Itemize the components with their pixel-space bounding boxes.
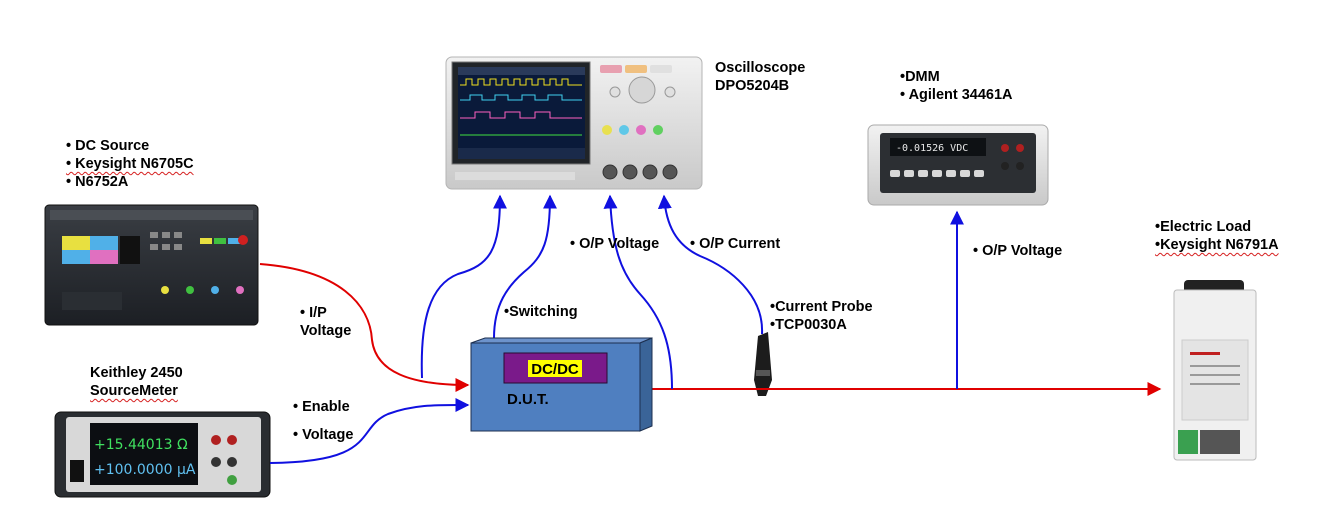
dut-block: DC/DC D.U.T. — [470, 337, 653, 432]
oscilloscope-image — [445, 56, 703, 190]
dut-block-side — [639, 337, 653, 432]
dmm-display-readout: -0.01526 VDC — [896, 143, 968, 154]
wire-ip-voltage-to-scope — [420, 194, 507, 379]
dmm-terminal — [1001, 162, 1009, 170]
oscilloscope-label: Oscilloscope DPO5204B — [715, 59, 805, 95]
wire-current-probe-to-scope — [657, 194, 764, 335]
electric-load-model-line: •Keysight N6791A — [1155, 237, 1279, 253]
dc-source-label-line: • DC Source — [66, 138, 150, 154]
op-current-label: • O/P Current — [690, 236, 781, 252]
wire-dc-source-to-dut — [259, 263, 470, 392]
dc-source-label: • DC Source • Keysight N6705C • N6752A — [66, 137, 194, 191]
current-probe-image — [754, 332, 772, 396]
oscilloscope-label-line: Oscilloscope — [715, 60, 806, 76]
electric-load-label: •Electric Load •Keysight N6791A — [1155, 218, 1279, 254]
dc-dc-chip-label-bg — [528, 360, 582, 377]
keithley-display-current: +100.0000 μA — [94, 462, 196, 478]
dut-name: D.U.T. — [507, 391, 549, 408]
op-voltage-dmm-label: • O/P Voltage — [973, 243, 1063, 259]
wire-op-voltage-to-scope — [603, 194, 673, 390]
keithley-label-line: Keithley 2450 — [90, 365, 183, 381]
wire-keithley-to-dut-enable — [269, 397, 470, 464]
scope-screen-traces — [458, 67, 585, 159]
keithley-display-resistance: +15.44013 Ω — [94, 437, 188, 453]
current-probe-model-line: •TCP0030A — [770, 317, 847, 333]
voltage-label: • Voltage — [293, 427, 354, 443]
op-voltage-scope-label: • O/P Voltage — [570, 236, 660, 252]
dc-source-model-line: • Keysight N6705C — [66, 156, 194, 172]
oscilloscope-model-line: DPO5204B — [715, 78, 790, 94]
dmm-terminal — [1016, 162, 1024, 170]
keithley-label: Keithley 2450 SourceMeter — [90, 364, 183, 400]
dmm-label-line: •DMM — [900, 69, 940, 85]
dc-dc-chip-label: DC/DC — [531, 361, 579, 378]
dmm-terminal — [1001, 144, 1009, 152]
dmm-buttons — [890, 170, 984, 177]
current-probe-label-line: •Current Probe — [770, 299, 873, 315]
wire-switching-to-scope — [493, 194, 557, 339]
current-probe-label: •Current Probe •TCP0030A — [770, 298, 873, 334]
ip-voltage-label: • I/P Voltage — [300, 304, 351, 340]
keithley-type-line: SourceMeter — [90, 383, 178, 399]
dmm-model-line: • Agilent 34461A — [900, 87, 1013, 103]
ip-voltage-label-line1: • I/P — [300, 305, 327, 321]
dmm-terminal — [1016, 144, 1024, 152]
dmm-image: -0.01526 VDC — [867, 124, 1049, 206]
dc-source-module-line: • N6752A — [66, 174, 129, 190]
enable-label: • Enable — [293, 399, 350, 415]
switching-label: •Switching — [504, 304, 578, 320]
dmm-label: •DMM • Agilent 34461A — [900, 68, 1013, 104]
dut-block-top — [470, 337, 653, 344]
electric-load-image — [1173, 280, 1257, 461]
scope-controls — [455, 65, 678, 180]
dc-source-image — [44, 204, 259, 326]
ip-voltage-label-line2: Voltage — [300, 323, 352, 339]
electric-load-label-line: •Electric Load — [1155, 219, 1252, 235]
keithley-image: +15.44013 Ω +100.0000 μA — [54, 411, 271, 498]
